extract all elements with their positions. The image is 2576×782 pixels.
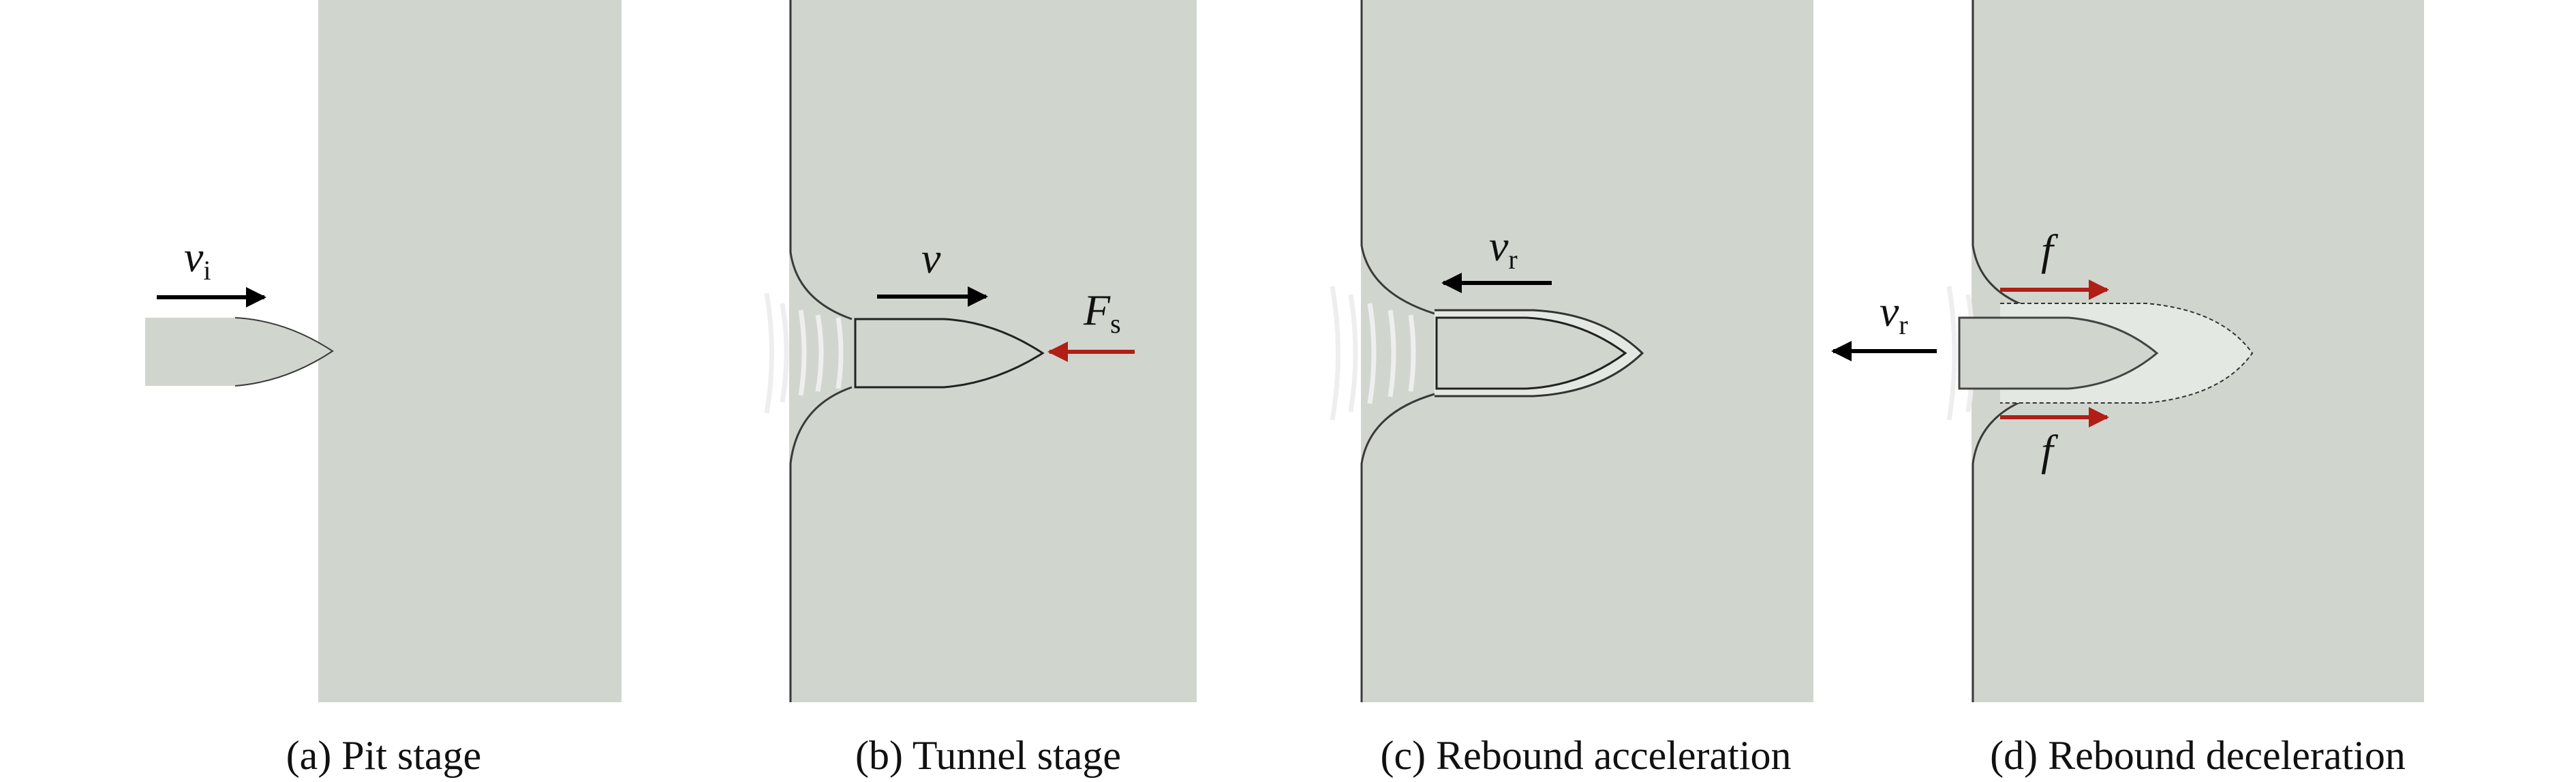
panel-a: vi (a) Pit stage	[145, 0, 622, 778]
label-vi: vi	[184, 232, 211, 286]
projectile-nose-outline	[234, 317, 334, 387]
panel-d: f f vr (d) Rebound deceleration	[1831, 0, 2424, 778]
label-fs: Fs	[1083, 286, 1121, 339]
label-vr: vr	[1489, 222, 1518, 275]
label-vr: vr	[1880, 287, 1908, 340]
caption-b: (b) Tunnel stage	[855, 733, 1121, 778]
crater-debris	[1330, 286, 1416, 421]
target-block	[318, 0, 622, 702]
projectile	[1958, 316, 2159, 390]
caption-d: (d) Rebound deceleration	[1990, 733, 2406, 778]
caption-a: (a) Pit stage	[286, 733, 482, 778]
target-surface-edge	[1360, 0, 1435, 702]
caption-c: (c) Rebound acceleration	[1380, 733, 1791, 778]
crater-debris	[764, 292, 844, 414]
projectile	[1435, 316, 1627, 390]
projectile	[145, 318, 333, 386]
target-surface-edge	[789, 0, 853, 702]
projectile	[854, 318, 1045, 389]
panel-c: vr (c) Rebound acceleration	[1330, 0, 1813, 778]
label-v: v	[921, 234, 941, 282]
panel-b: v Fs (b) Tunnel stage	[764, 0, 1197, 778]
